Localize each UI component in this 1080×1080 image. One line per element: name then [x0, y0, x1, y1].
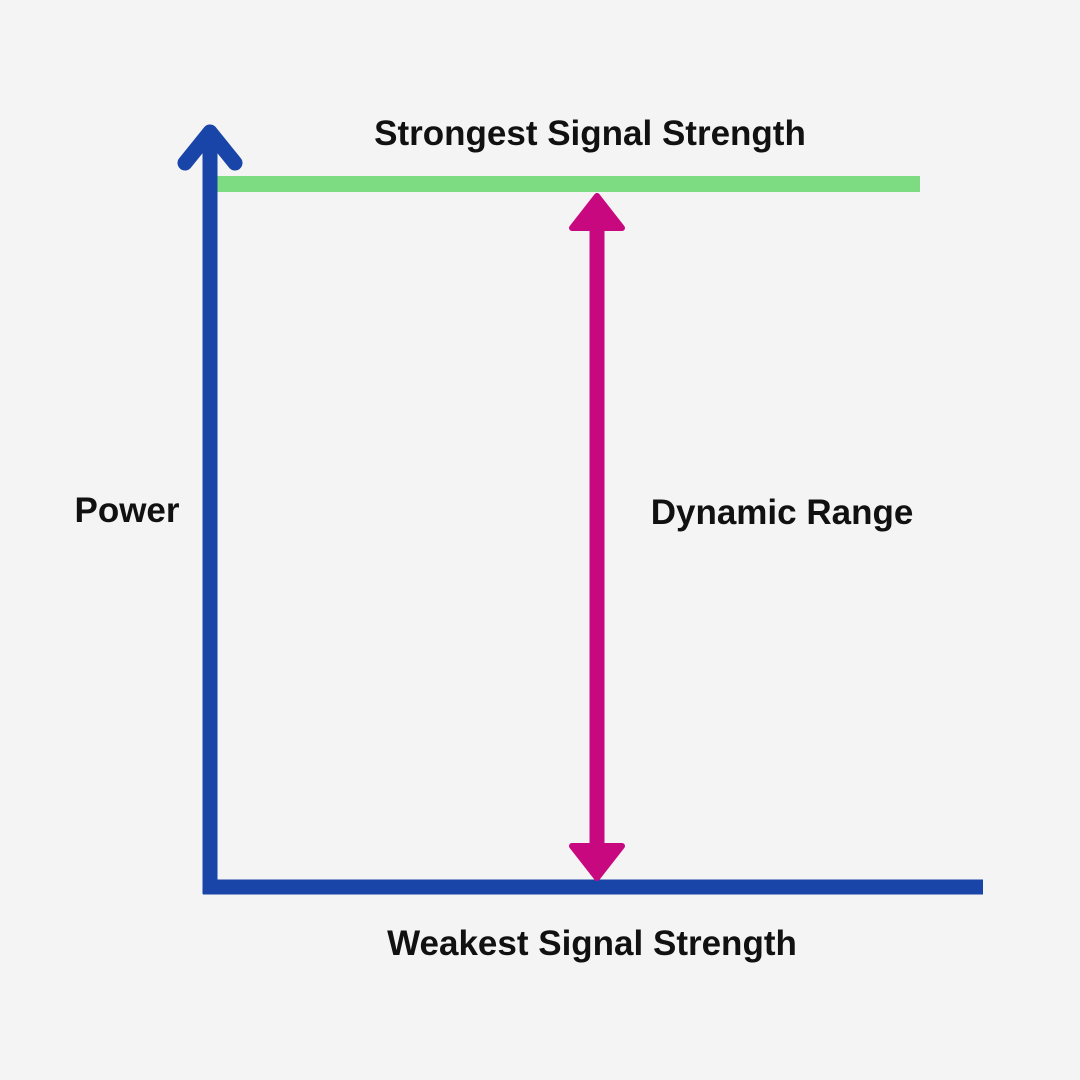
- weakest-signal-label: Weakest Signal Strength: [387, 924, 797, 963]
- power-axis-arrowhead-icon: [177, 124, 243, 171]
- dynamic-range-label: Dynamic Range: [651, 493, 914, 532]
- strongest-signal-label: Strongest Signal Strength: [374, 114, 806, 153]
- dynamic-range-arrowhead-up-icon: [569, 193, 625, 231]
- dynamic-range-arrowhead-down-icon: [569, 843, 625, 881]
- power-axis-label: Power: [74, 491, 179, 530]
